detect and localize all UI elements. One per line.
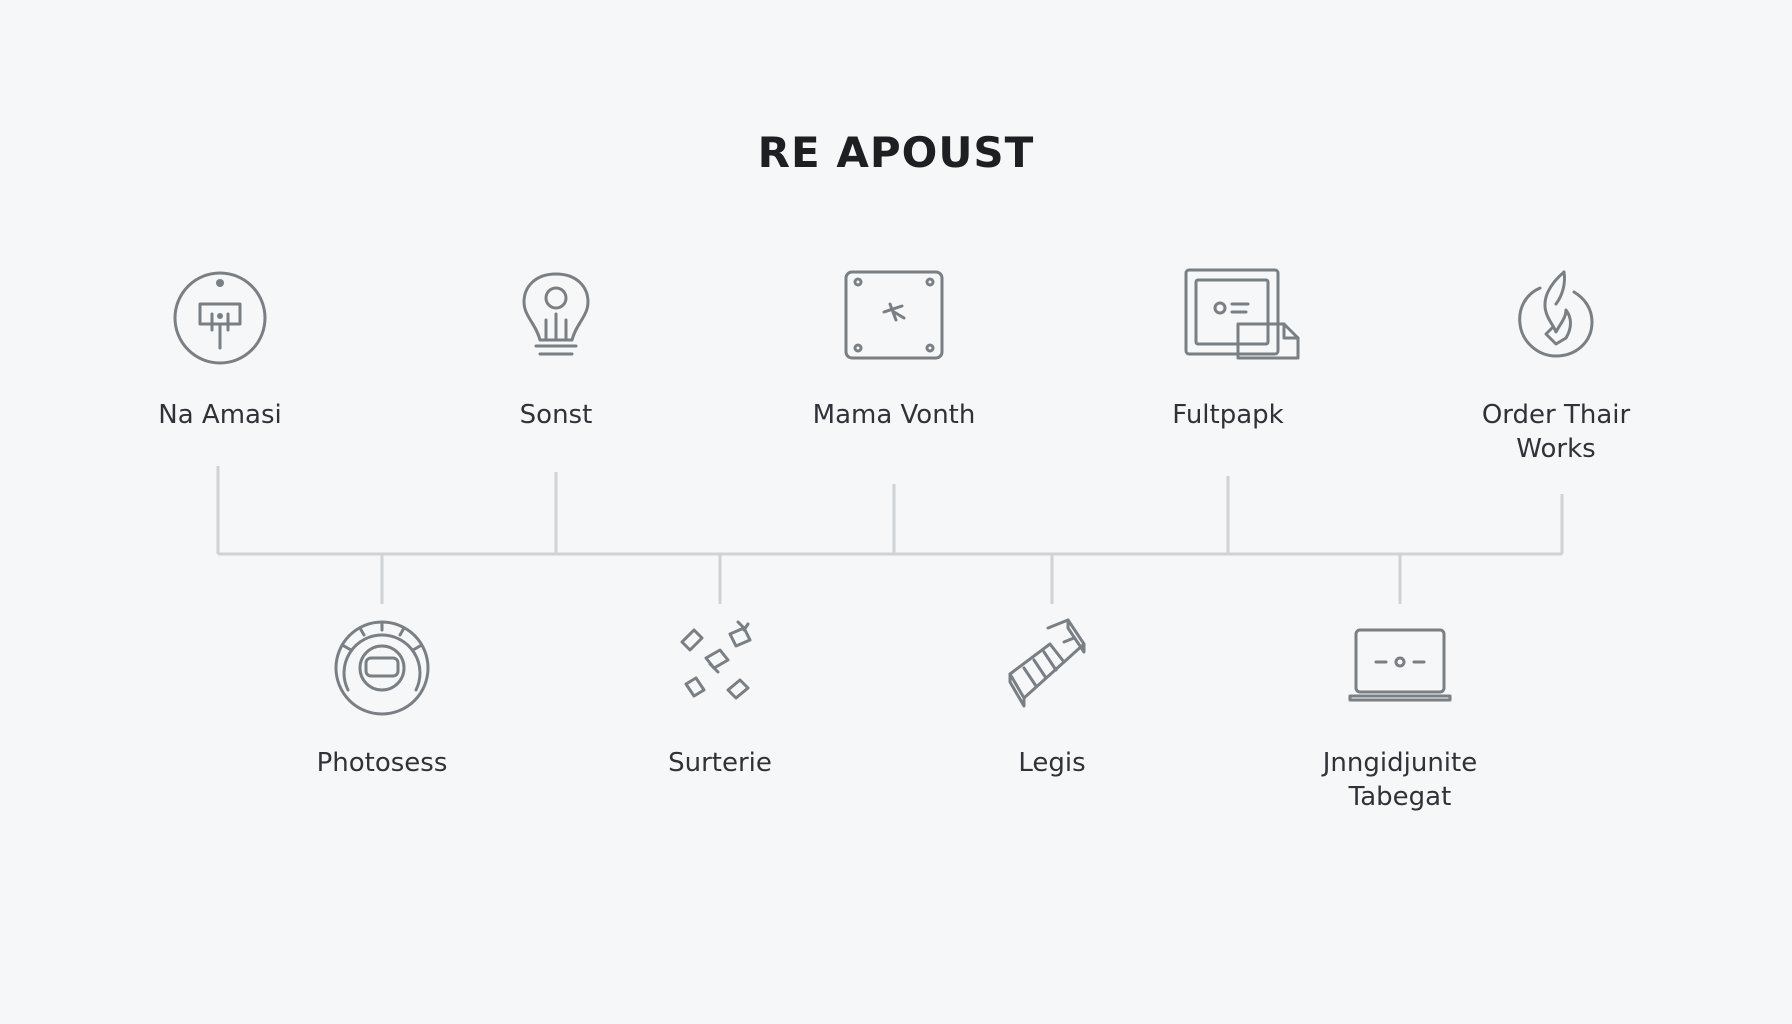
fragments-icon xyxy=(670,618,770,718)
node-label: Legis xyxy=(1018,748,1086,778)
node-label: Jnngidjunite Tabegat xyxy=(1322,748,1478,812)
node-label: Mama Vonth xyxy=(812,400,976,430)
document-card-icon xyxy=(1178,268,1300,368)
node-label: Order Thair Works xyxy=(1481,400,1631,464)
laptop-icon xyxy=(1348,618,1452,718)
node-label: Photosess xyxy=(316,748,448,778)
flame-icon xyxy=(1506,268,1606,368)
panel-icon xyxy=(844,268,944,368)
node-label: Sonst xyxy=(519,400,593,430)
node-label: Na Amasi xyxy=(158,400,282,430)
blocks-icon xyxy=(1002,618,1102,718)
lightbulb-icon xyxy=(506,268,606,368)
node-label: Surterie xyxy=(668,748,772,778)
node-label: Fultpapk xyxy=(1172,400,1284,430)
dial-icon xyxy=(332,618,432,718)
person-badge-icon xyxy=(170,268,270,368)
diagram-title: RE APOUST xyxy=(757,128,1035,177)
